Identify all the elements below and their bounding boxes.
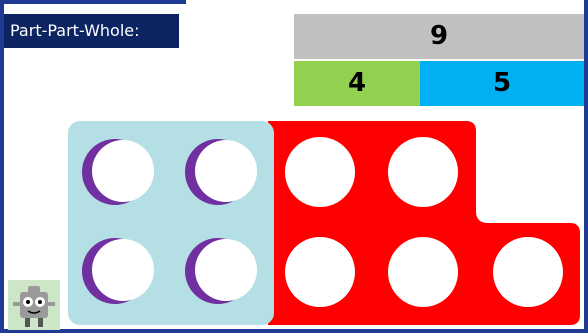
hole [195, 140, 257, 202]
numberblock-mascot-icon [8, 280, 60, 330]
hole [285, 237, 355, 307]
hole [493, 237, 563, 307]
hole [92, 239, 154, 301]
hole [285, 137, 355, 207]
hole [388, 137, 458, 207]
hole [195, 239, 257, 301]
hole [92, 140, 154, 202]
hole [388, 237, 458, 307]
